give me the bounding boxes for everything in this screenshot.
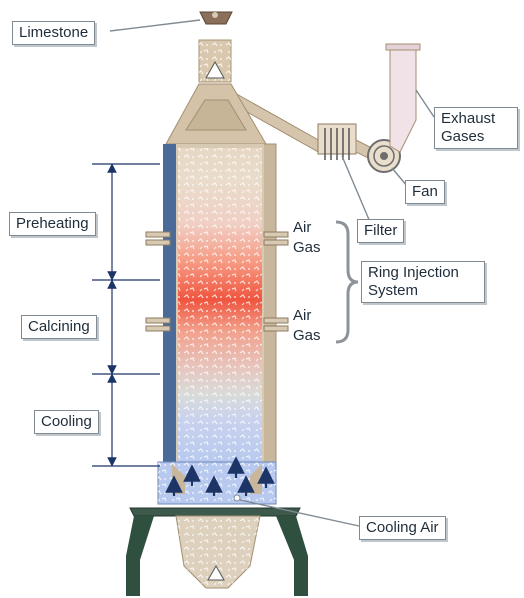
ring-injection-line1: Ring Injection [368,264,459,281]
air-lower-text: Air [293,307,312,324]
cooling-air-chamber [157,461,277,505]
limestone-label: Limestone [12,21,96,45]
leader-lines [109,19,435,527]
support-structure [126,507,308,596]
gas-lower-text: Gas [293,327,321,344]
air-gas-lower-label: Air Gas [293,306,321,346]
cooling-air-label: Cooling Air [359,516,446,540]
filter-label: Filter [357,219,405,243]
air-gas-upper-label: Air Gas [293,218,321,258]
exhaust-gases-label: Exhaust Gases [434,107,518,149]
fan-label: Fan [405,180,445,204]
zone-dimension-lines [92,163,160,467]
gas-upper-text: Gas [293,239,321,256]
ring-injection-ports [145,231,289,332]
limestone-bucket [199,11,233,25]
kiln-shaft [163,143,277,467]
calcining-zone-label: Calcining [21,315,97,339]
discharge-hopper [175,515,261,589]
exhaust-stack [385,43,421,153]
fan [367,139,401,173]
feed-chute [198,39,232,83]
exhaust-gases-line1: Exhaust [441,110,496,127]
ring-injection-line2: System [368,282,419,299]
air-upper-text: Air [293,219,312,236]
cooling-zone-label: Cooling [34,410,99,434]
preheating-zone-label: Preheating [9,212,96,236]
ring-injection-system-label: Ring Injection System [361,261,485,303]
filter-unit [317,123,373,161]
cooling-air-arrows [165,456,275,496]
kiln-top-cone [165,83,267,145]
exhaust-gases-line2: Gases [441,128,485,145]
